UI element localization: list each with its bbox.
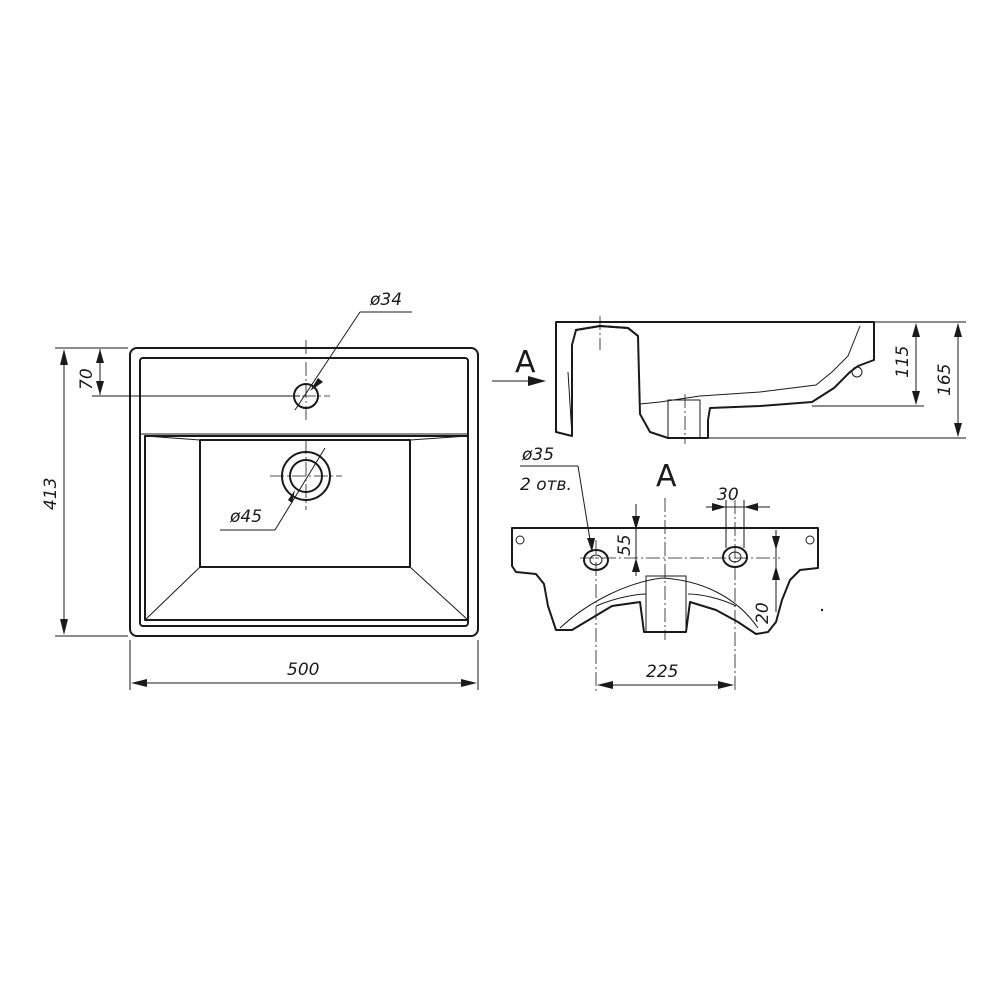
dim-basin-label: 115 bbox=[893, 346, 913, 378]
view-a-inner-left bbox=[595, 593, 647, 607]
dim-width-arrow-right bbox=[461, 679, 477, 687]
view-a: A ø35 2 отв. 30 55 bbox=[511, 445, 824, 692]
bowl-slope-tl bbox=[144, 435, 201, 441]
view-a-mount-left bbox=[515, 535, 525, 545]
hole-count-label: 2 отв. bbox=[520, 475, 572, 495]
dim-height-label: 165 bbox=[935, 364, 955, 396]
bowl-slope-tr bbox=[409, 435, 469, 441]
dim-tap-arrow-top bbox=[96, 349, 104, 363]
dim-spacing-label: 225 bbox=[646, 662, 678, 682]
dim-depth-arrow-bottom bbox=[60, 619, 68, 635]
dim-slot-arrow-left bbox=[712, 503, 726, 511]
drain-diameter-label: ø45 bbox=[229, 507, 262, 527]
dim-vertical-arrow-bottom bbox=[632, 558, 640, 572]
dim-basin-arrow-bottom bbox=[912, 391, 920, 405]
bowl-floor bbox=[199, 439, 411, 568]
view-a-drain bbox=[645, 575, 687, 633]
side-overflow-hole bbox=[851, 366, 863, 378]
basin-outer-outline bbox=[129, 347, 479, 637]
dim-width-label: 500 bbox=[287, 660, 319, 680]
tap-diameter-label: ø34 bbox=[369, 290, 402, 310]
dim-lower-arrow-top bbox=[772, 536, 780, 550]
dim-depth-label: 413 bbox=[41, 478, 61, 510]
dim-depth-arrow-top bbox=[60, 349, 68, 365]
hole-diameter-label: ø35 bbox=[521, 445, 554, 465]
dim-tap-label: 70 bbox=[77, 368, 97, 390]
view-a-bowl-curve bbox=[559, 577, 759, 629]
view-a-title: A bbox=[656, 459, 677, 494]
dim-spacing-arrow-right bbox=[718, 681, 734, 689]
leader-tap-diameter bbox=[294, 311, 361, 411]
leader-hole-arrow bbox=[587, 538, 595, 552]
side-drain-stub bbox=[667, 399, 701, 439]
leader-drain-arrow bbox=[288, 490, 295, 503]
dim-vertical-label: 55 bbox=[615, 534, 635, 556]
side-view: A 115 165 bbox=[492, 316, 966, 444]
dim-basin-arrow-top bbox=[912, 323, 920, 337]
leader-tap-arrow bbox=[310, 378, 323, 391]
dim-vertical-arrow-top bbox=[632, 516, 640, 530]
plan-view: 500 413 70 ø34 ø45 bbox=[41, 290, 479, 690]
view-a-mount-right bbox=[805, 535, 815, 545]
dim-slot-arrow-right bbox=[744, 503, 758, 511]
stray-dot bbox=[820, 608, 824, 612]
dim-slot-label: 30 bbox=[717, 485, 739, 505]
dim-height-arrow-bottom bbox=[954, 423, 962, 437]
leader-drain-diameter bbox=[274, 447, 326, 531]
dim-spacing-arrow-left bbox=[597, 681, 613, 689]
dim-lower-arrow-bottom bbox=[772, 566, 780, 580]
leader-hole-line bbox=[577, 465, 593, 553]
dim-tap-arrow-bottom bbox=[96, 381, 104, 395]
side-rib bbox=[567, 371, 573, 437]
dim-width-arrow-left bbox=[131, 679, 147, 687]
side-inner-rim bbox=[575, 325, 639, 337]
section-marker-arrow bbox=[528, 376, 546, 386]
bowl-slope-br bbox=[409, 566, 469, 621]
bowl-slope-bl bbox=[144, 566, 201, 621]
view-a-inner-right bbox=[687, 593, 737, 607]
dim-lower-label: 20 bbox=[753, 602, 773, 624]
dim-height-arrow-top bbox=[954, 323, 962, 337]
side-outline bbox=[555, 321, 875, 439]
section-marker-label: A bbox=[515, 345, 536, 380]
bowl-outline bbox=[144, 435, 469, 621]
